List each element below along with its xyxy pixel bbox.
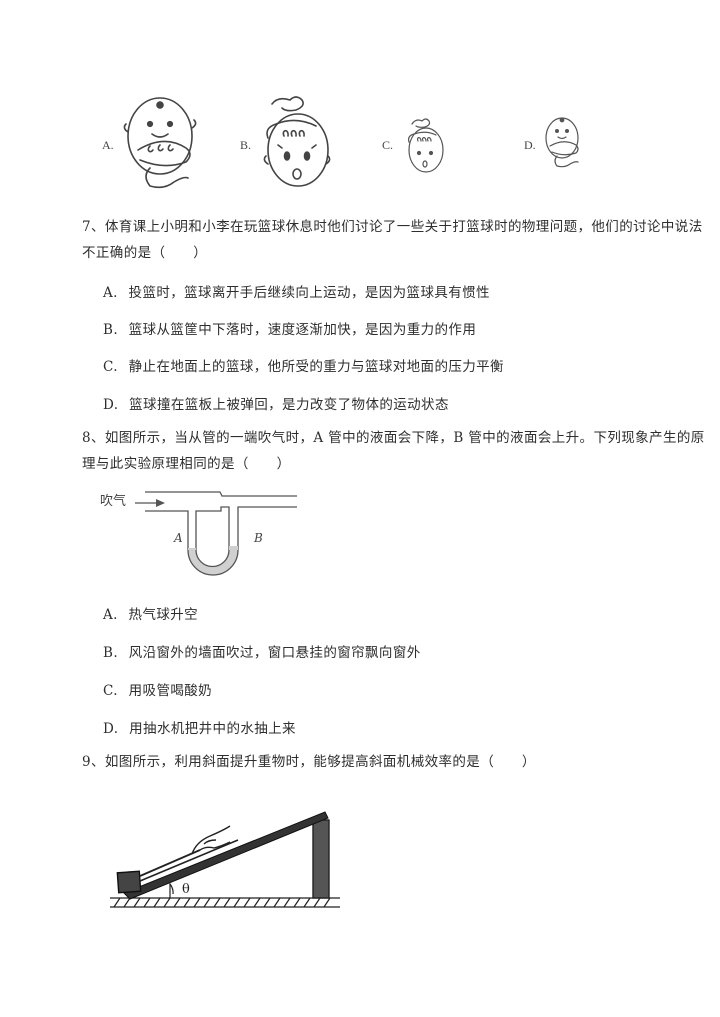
baby-face-large-icon [123,97,197,189]
q6-option-d-label: D. [524,138,536,152]
q8-option-b[interactable]: B. 风沿窗外的墙面吹过，窗口悬挂的窗帘飘向窗外 [103,641,421,661]
option-text: 投篮时，篮球离开手后继续向上运动，是因为篮球具有惯性 [128,285,490,301]
option-text: 篮球撞在篮板上被弹回，是力改变了物体的运动状态 [129,397,449,413]
q7-option-c[interactable]: C. 静止在地面上的篮球，他所受的重力与篮球对地面的压力平衡 [103,355,504,375]
support-post [312,819,330,899]
inclined-plane-diagram [110,811,340,908]
q7-option-d[interactable]: D. 篮球撞在篮板上被弹回，是力改变了物体的运动状态 [103,393,449,413]
u-tube-figure: 吹气 A B [90,480,310,580]
q7-stem-line2: 不正确的是（ ） [82,245,208,261]
liquid-fill [188,546,238,575]
hand [191,825,231,855]
q9-stem: 9、如图所示，利用斜面提升重物时，能够提高斜面机械效率的是（ ） [82,754,536,770]
option-text: 用抽水机把井中的水抽上来 [129,721,296,737]
option-label: C. [103,683,118,699]
q6-option-b-label: B. [240,138,252,152]
q8-option-a[interactable]: A. 热气球升空 [103,603,198,623]
option-text: 用吸管喝酸奶 [128,683,213,699]
option-text: 风沿窗外的墙面吹过，窗口悬挂的窗帘飘向窗外 [128,645,421,661]
q8-stem-line1: 8、如图所示，当从管的一端吹气时，A 管中的液面会下降，B 管中的液面会上升。下… [82,430,705,446]
option-label: C. [103,359,118,375]
q6-option-a-label: A. [102,138,114,152]
option-label: B. [103,645,119,661]
option-label: B. [103,322,119,338]
q8-option-d[interactable]: D. 用抽水机把井中的水抽上来 [103,717,296,737]
option-text: 热气球升空 [128,607,199,623]
girl-face-large-icon [263,96,331,187]
q8-stem: 8、如图所示，当从管的一端吹气时，A 管中的液面会下降，B 管中的液面会上升。下… [82,425,705,477]
q7-stem-line1: 7、体育课上小明和小李在玩篮球休息时他们讨论了一些关于打篮球时的物理问题，他们的… [82,219,703,235]
q8-option-c[interactable]: C. 用吸管喝酸奶 [103,679,212,699]
tube-a-label: A [174,531,183,545]
girl-face-small-icon [407,118,444,173]
q7-option-b[interactable]: B. 篮球从篮筐中下落时，速度逐渐加快，是因为重力的作用 [103,318,476,338]
block [116,870,142,894]
q8-stem-line2: 理与此实验原理相同的是（ ） [82,456,291,472]
option-text: 静止在地面上的篮球，他所受的重力与篮球对地面的压力平衡 [128,359,504,375]
q7-option-a[interactable]: A. 投篮时，篮球离开手后继续向上运动，是因为篮球具有惯性 [103,281,490,301]
option-text: 篮球从篮筐中下落时，速度逐渐加快，是因为重力的作用 [128,322,477,338]
q7-stem: 7、体育课上小明和小李在玩篮球休息时他们讨论了一些关于打篮球时的物理问题，他们的… [82,214,703,266]
baby-face-small-icon [545,117,579,168]
tube-b-label: B [254,531,263,545]
angle-theta-label: θ [182,882,190,897]
option-label: A. [103,607,118,623]
blow-label: 吹气 [100,494,127,509]
plank [123,811,329,900]
option-label: D. [103,721,119,737]
option-label: D. [103,397,119,413]
option-label: A. [103,285,118,301]
u-tube-diagram [135,491,297,576]
q6-image-options: A. B. C. [0,90,720,200]
q6-option-c-label: C. [382,138,394,152]
inclined-plane-figure: θ [100,790,360,920]
